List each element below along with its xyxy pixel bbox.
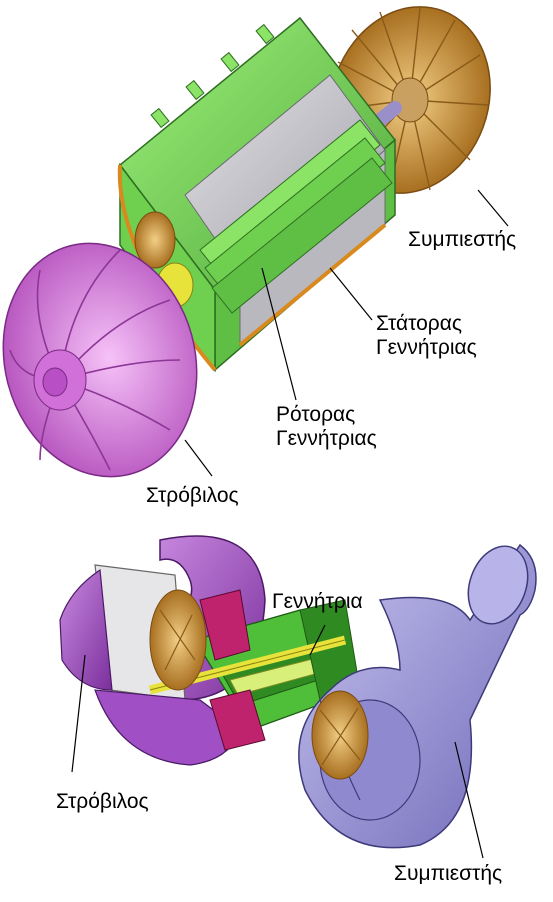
turbine-wheel-bottom bbox=[150, 590, 206, 690]
label-rotor-line1: Ρότορας bbox=[276, 403, 377, 427]
label-stator-line1: Στάτορας bbox=[376, 312, 477, 336]
label-stator: Στάτορας Γεννήτριας bbox=[376, 312, 477, 360]
label-stator-line2: Γεννήτριας bbox=[376, 336, 477, 360]
label-compressor-top: Συμπιεστής bbox=[408, 228, 516, 252]
label-turbine-top: Στρόβιλος bbox=[146, 484, 239, 508]
label-rotor: Ρότορας Γεννήτριας bbox=[276, 403, 377, 451]
label-compressor-bottom: Συμπιεστής bbox=[394, 862, 502, 886]
label-turbine-bottom: Στρόβιλος bbox=[56, 790, 149, 814]
label-rotor-line2: Γεννήτριας bbox=[276, 427, 377, 451]
compressor-wheel-bottom bbox=[312, 691, 368, 779]
label-generator-bottom: Γεννήτρια bbox=[272, 590, 363, 614]
